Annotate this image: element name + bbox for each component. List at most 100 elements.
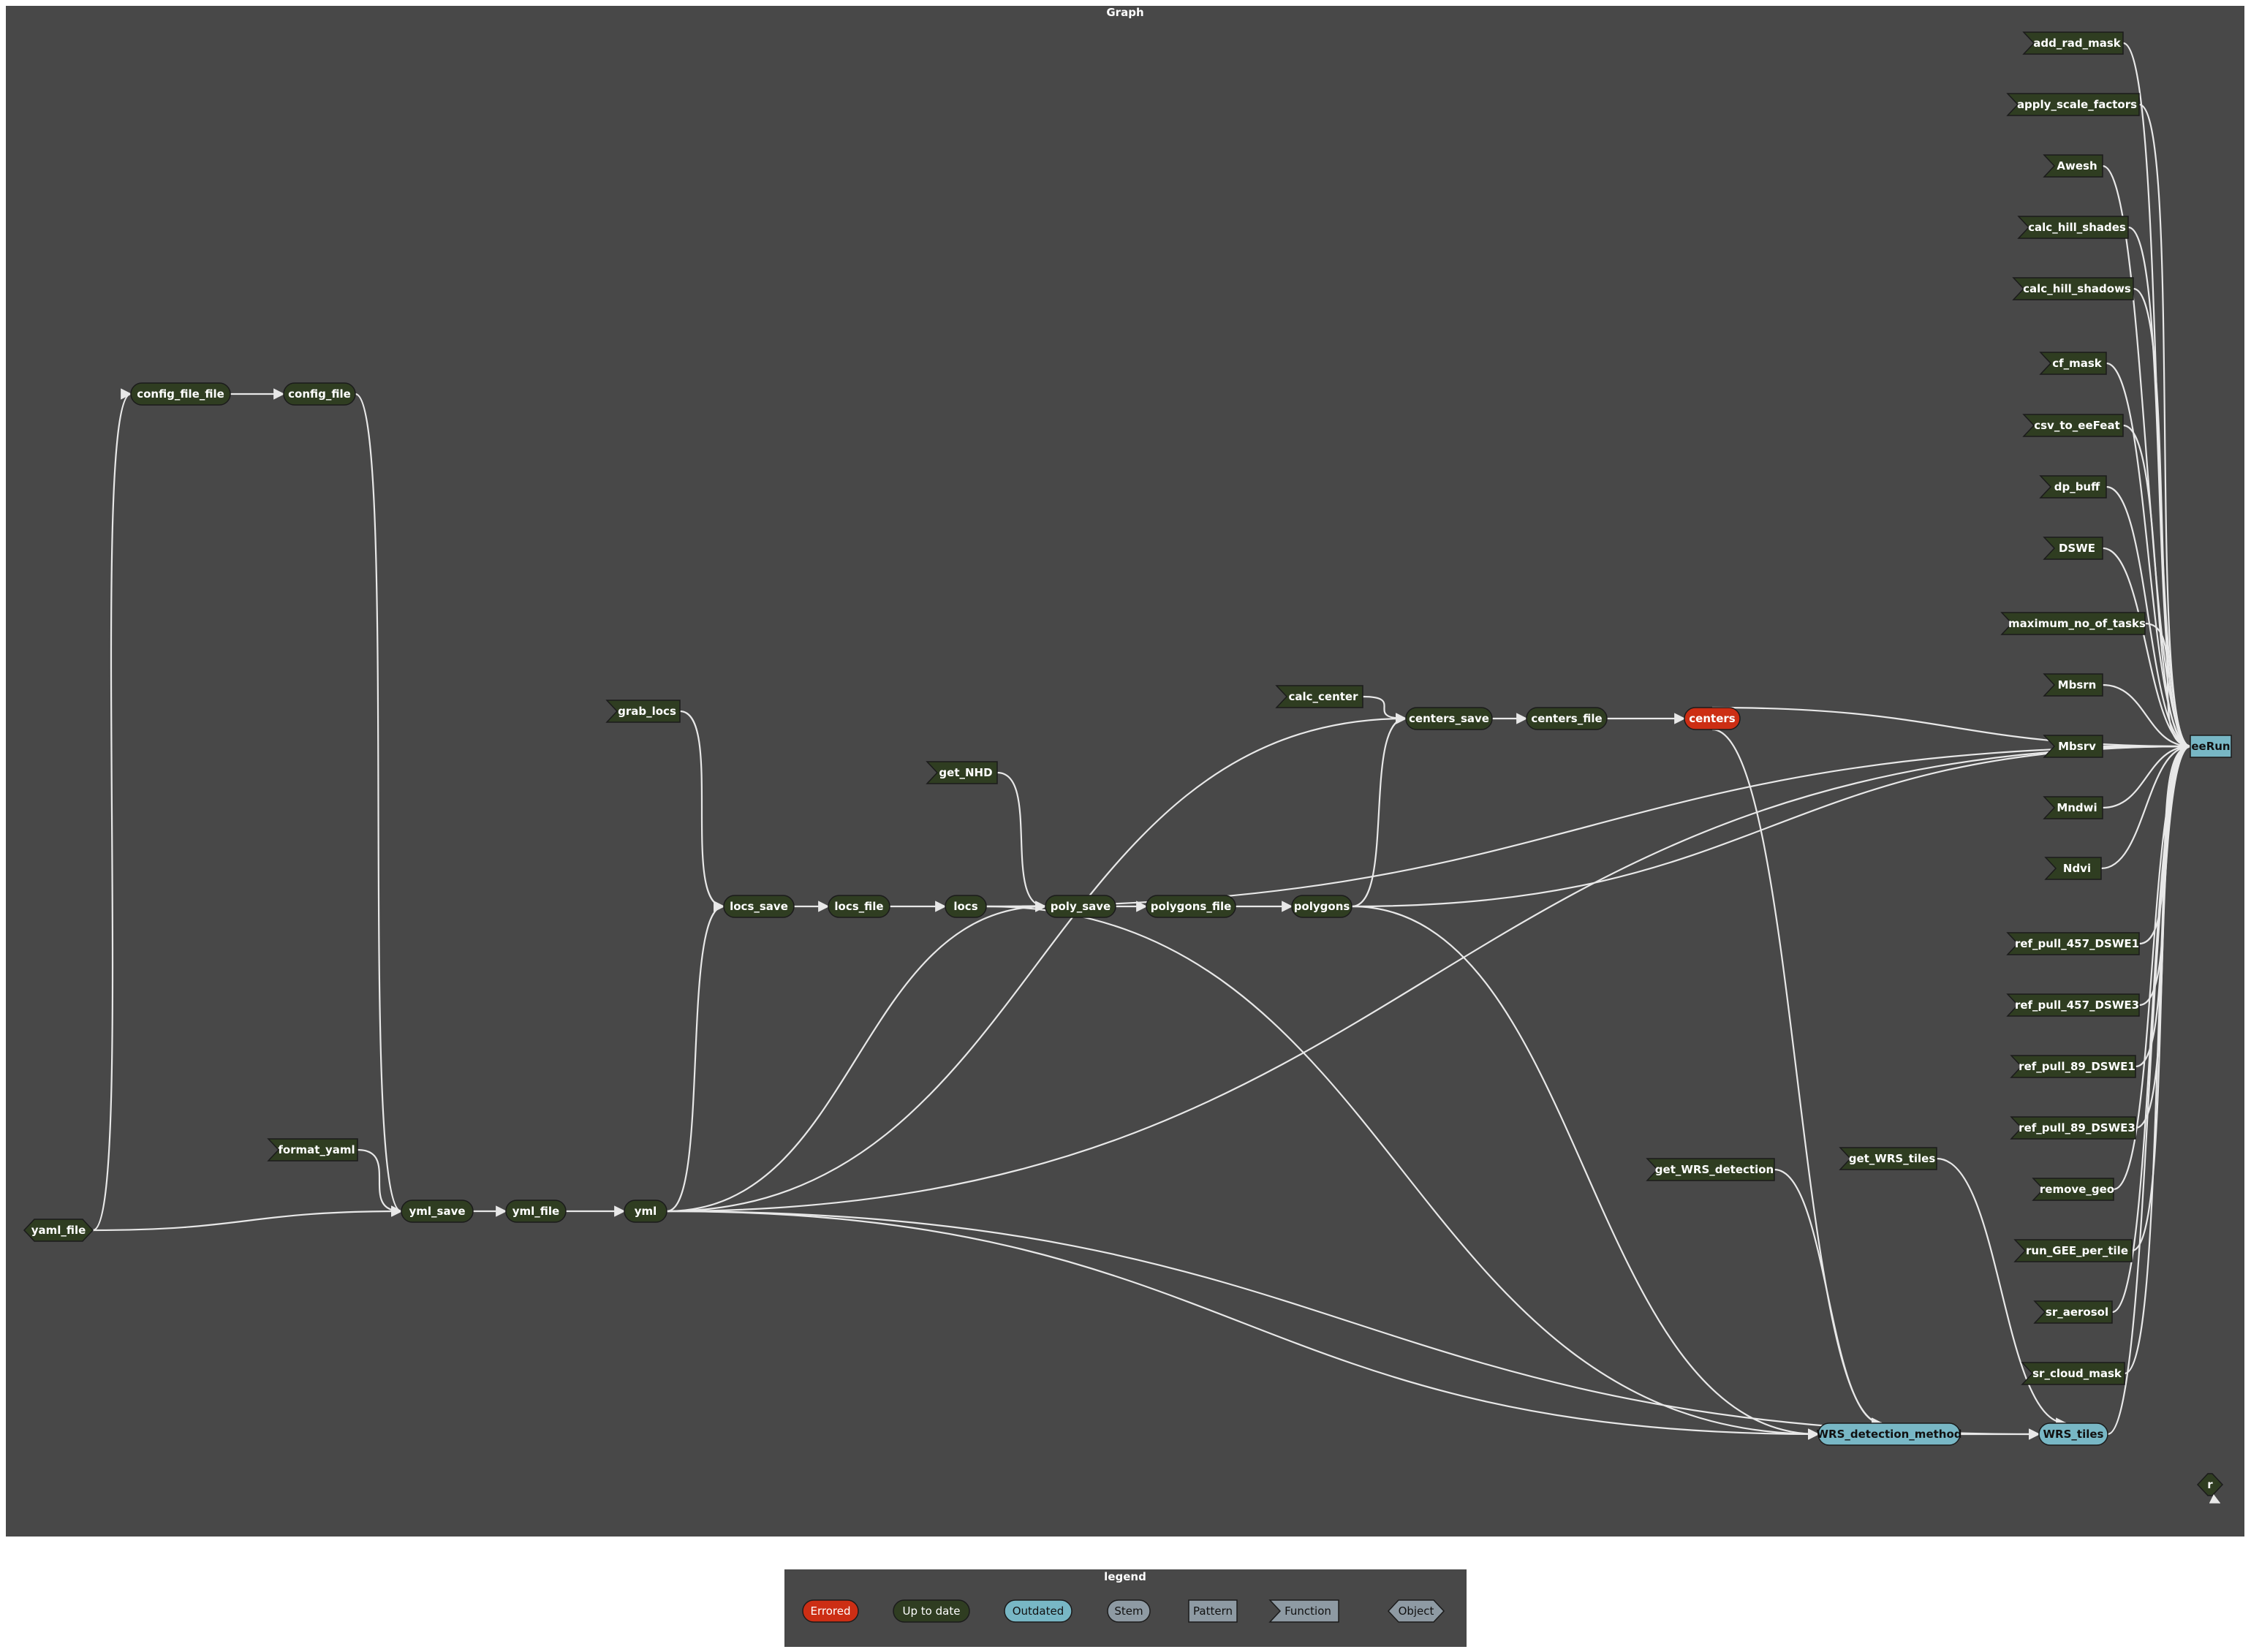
node-wrs-detection-method[interactable]: WRS_detection_method (1816, 1422, 1962, 1446)
graph-title: Graph (1106, 6, 1143, 19)
node-mbsrv[interactable]: Mbsrv (2043, 735, 2103, 758)
node-polygons-file[interactable]: polygons_file (1146, 895, 1236, 918)
node-shape (2010, 1055, 2136, 1078)
node-maximum-no-of-tasks[interactable]: maximum_no_of_tasks (2000, 612, 2146, 635)
node-get-wrs-detection[interactable]: get_WRS_detection (1646, 1158, 1775, 1181)
edge-calc-hill-shadows-to-eerun (2133, 287, 2192, 752)
node-shape (2190, 735, 2232, 758)
node-locs-file[interactable]: locs_file (828, 895, 890, 918)
node-label: sr_aerosol (2046, 1306, 2108, 1319)
node-shape (723, 895, 795, 918)
node-sr-aerosol[interactable]: sr_aerosol (2033, 1300, 2113, 1324)
edge-grab-locs-to-locs-save (679, 710, 725, 912)
node-centers[interactable]: centers (1684, 707, 1741, 730)
node-label: add_rad_mask (2033, 37, 2122, 50)
node-label: get_WRS_detection (1655, 1163, 1774, 1176)
node-polygons[interactable]: polygons (1291, 895, 1353, 918)
edge-get-nhd-to-poly-save (996, 771, 1047, 912)
node-label: r (2207, 1478, 2213, 1491)
edge-yml-to-centers-save (666, 713, 1407, 1213)
node-shape (2013, 1239, 2133, 1262)
node-apply-scale-factors[interactable]: apply_scale_factors (2006, 93, 2140, 116)
legend-swatch (1107, 1599, 1151, 1623)
node-grab-locs[interactable]: grab_locs (605, 700, 681, 723)
node-get-wrs-tiles[interactable]: get_WRS_tiles (1839, 1147, 1937, 1170)
node-format-yaml[interactable]: format_yaml (267, 1138, 358, 1162)
node-ref-pull-89-dswe1[interactable]: ref_pull_89_DSWE1 (2010, 1055, 2136, 1078)
node-calc-hill-shades[interactable]: calc_hill_shades (2017, 216, 2129, 239)
legend-item-outdated: Outdated (1004, 1599, 1072, 1623)
legend-swatch (893, 1599, 970, 1623)
edge-yml-to-wrs-detection-method (666, 1210, 1820, 1440)
legend-item-errored: Errored (802, 1599, 859, 1623)
edge-calc-center-to-centers-save (1362, 695, 1407, 724)
node-mbsrn[interactable]: Mbsrn (2043, 673, 2103, 697)
node-remove-geo[interactable]: remove_geo (2032, 1178, 2114, 1201)
node-ndvi[interactable]: Ndvi (2044, 857, 2102, 880)
node-shape (23, 1219, 94, 1242)
node-awesh[interactable]: Awesh (2043, 154, 2103, 178)
node-yml-file[interactable]: yml_file (505, 1200, 567, 1223)
legend-swatch (1387, 1599, 1445, 1623)
node-locs-save[interactable]: locs_save (723, 895, 795, 918)
node-calc-hill-shadows[interactable]: calc_hill_shadows (2012, 277, 2134, 300)
node-ref-pull-457-dswe3[interactable]: ref_pull_457_DSWE3 (2006, 993, 2140, 1017)
edge-polygons-to-wrs-detection-method (1351, 905, 1820, 1440)
node-shape (2021, 1362, 2125, 1385)
node-dswe[interactable]: DSWE (2043, 537, 2103, 560)
node-label: DSWE (2059, 542, 2095, 555)
node-label: dp_buff (2054, 480, 2100, 493)
edge-dp-buff-to-eerun (2106, 485, 2192, 752)
edge-sr-aerosol-to-eerun (2111, 740, 2192, 1314)
node-config-file-file[interactable]: config_file_file (130, 382, 231, 406)
node-wrs-tiles[interactable]: WRS_tiles (2038, 1422, 2108, 1446)
legend-swatch (1004, 1599, 1072, 1623)
node-centers-save[interactable]: centers_save (1405, 707, 1493, 730)
node-shape (2006, 932, 2140, 955)
r-output-arrow (2209, 1494, 2221, 1504)
node-csv-to-eefeat[interactable]: csv_to_eeFeat (2022, 414, 2124, 437)
edge-remove-geo-to-eerun (2113, 740, 2192, 1191)
node-shape (1045, 895, 1116, 918)
node-run-gee-per-tile[interactable]: run_GEE_per_tile (2013, 1239, 2133, 1262)
node-get-nhd[interactable]: get_NHD (926, 761, 998, 784)
node-eerun[interactable]: eeRun (2190, 735, 2232, 758)
edge-config-file-to-yml-save (355, 393, 403, 1217)
node-label: centers_file (1531, 712, 1602, 725)
node-add-rad-mask[interactable]: add_rad_mask (2022, 31, 2124, 55)
node-locs[interactable]: locs (945, 895, 987, 918)
node-yaml-file[interactable]: yaml_file (23, 1219, 94, 1242)
node-yml[interactable]: yml (624, 1200, 667, 1223)
node-shape (1817, 1422, 1961, 1446)
node-ref-pull-457-dswe1[interactable]: ref_pull_457_DSWE1 (2006, 932, 2140, 955)
node-yml-save[interactable]: yml_save (401, 1200, 474, 1223)
node-shape (283, 382, 356, 406)
node-shape (2032, 1178, 2114, 1201)
node-poly-save[interactable]: poly_save (1045, 895, 1116, 918)
node-calc-center[interactable]: calc_center (1275, 685, 1363, 708)
edge-apply-scale-factors-to-eerun (2138, 103, 2192, 752)
node-ref-pull-89-dswe3[interactable]: ref_pull_89_DSWE3 (2010, 1116, 2136, 1140)
node-shape (2043, 154, 2103, 178)
node-dp-buff[interactable]: dp_buff (2039, 475, 2107, 499)
node-centers-file[interactable]: centers_file (1526, 707, 1608, 730)
legend-swatch (1268, 1599, 1339, 1623)
node-shape (2043, 537, 2103, 560)
node-label: yml_file (512, 1205, 559, 1218)
edge-yml-to-locs-save (666, 901, 725, 1213)
edge-format-yaml-to-yml-save (357, 1148, 403, 1217)
node-label: apply_scale_factors (2017, 98, 2137, 111)
node-shape (2022, 414, 2124, 437)
node-label: maximum_no_of_tasks (2008, 617, 2146, 630)
node-cf-mask[interactable]: cf_mask (2039, 352, 2107, 375)
node-mndwi[interactable]: Mndwi (2043, 796, 2103, 819)
node-label: WRS_detection_method (1816, 1428, 1961, 1441)
node-config-file[interactable]: config_file (283, 382, 356, 406)
node-shape (2043, 673, 2103, 697)
legend-label: Stem (1114, 1604, 1143, 1618)
legend-swatch (1188, 1599, 1238, 1623)
node-sr-cloud-mask[interactable]: sr_cloud_mask (2021, 1362, 2125, 1385)
node-shape (624, 1200, 667, 1223)
node-label: csv_to_eeFeat (2034, 419, 2120, 432)
